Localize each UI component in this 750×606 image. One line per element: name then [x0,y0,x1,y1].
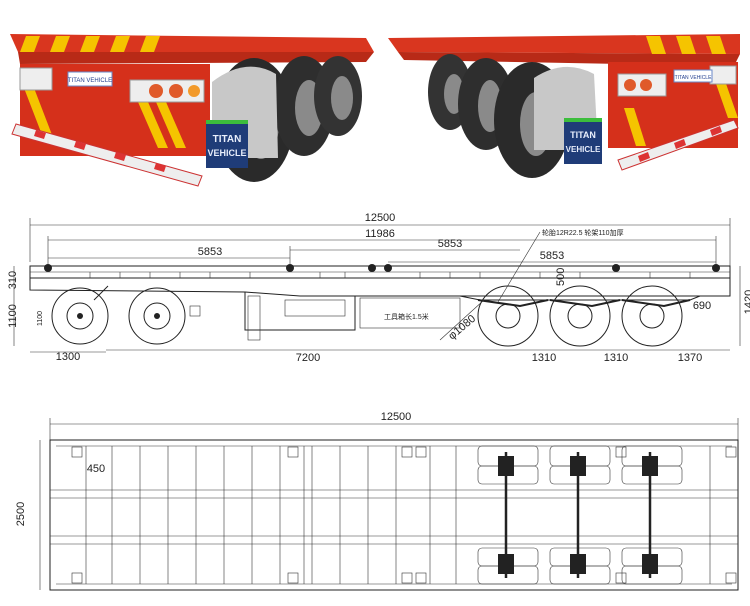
side-rear-overhang: 1370 [678,352,702,364]
side-axle-spacing-2: 1310 [604,352,628,364]
photo-left-plate-top: TITAN [213,134,242,145]
trailer-photo-rear-right: TITAN VEHICLE TITAN VEHICLE [384,8,744,196]
trailer-photo-rear-left: TITAN VEHICLE TITAN VEHICLE [6,8,374,196]
side-span-rear: 5853 [540,250,564,262]
side-kingpin-to-rear: 11986 [365,228,395,240]
side-overall-length: 12500 [365,212,396,224]
side-rear-height: 690 [693,300,711,312]
side-front-height: 310 [7,271,19,289]
side-view-drawing: 12500 11986 5853 5853 5853 轮胎12R22.5 轮架1… [7,212,750,364]
top-overall-length: 12500 [381,411,412,423]
side-wheel-diameter: φ1080 [446,313,478,343]
side-overhang-front: 1300 [56,351,80,363]
side-total-height: 1420 [743,290,750,314]
photo-right-badge: TITAN VEHICLE [675,75,713,81]
top-view-drawing: 12500 [15,411,739,591]
side-suspension-height: 500 [555,268,567,286]
top-crossmember-spacing: 450 [87,463,105,475]
photo-right-plate-bottom: VEHICLE [566,145,601,154]
side-leg-height: 1100 [37,311,44,326]
side-span-front: 5853 [198,246,222,258]
photo-left-plate-bottom: VEHICLE [207,148,246,158]
top-axle-group [477,445,683,585]
side-coupling-height: 1100 [7,304,19,328]
top-width: 2500 [15,502,27,526]
side-kingpin-axle: 7200 [296,352,320,364]
side-span-mid: 5853 [438,238,462,250]
side-tire-note: 轮胎12R22.5 轮架110加厚 [542,228,624,237]
photo-right-plate-top: TITAN [570,130,596,140]
photo-left-badge: TITAN VEHICLE [68,78,112,84]
side-toolbox-note: 工具箱长1.5米 [384,312,429,321]
side-axle-spacing-1: 1310 [532,352,556,364]
